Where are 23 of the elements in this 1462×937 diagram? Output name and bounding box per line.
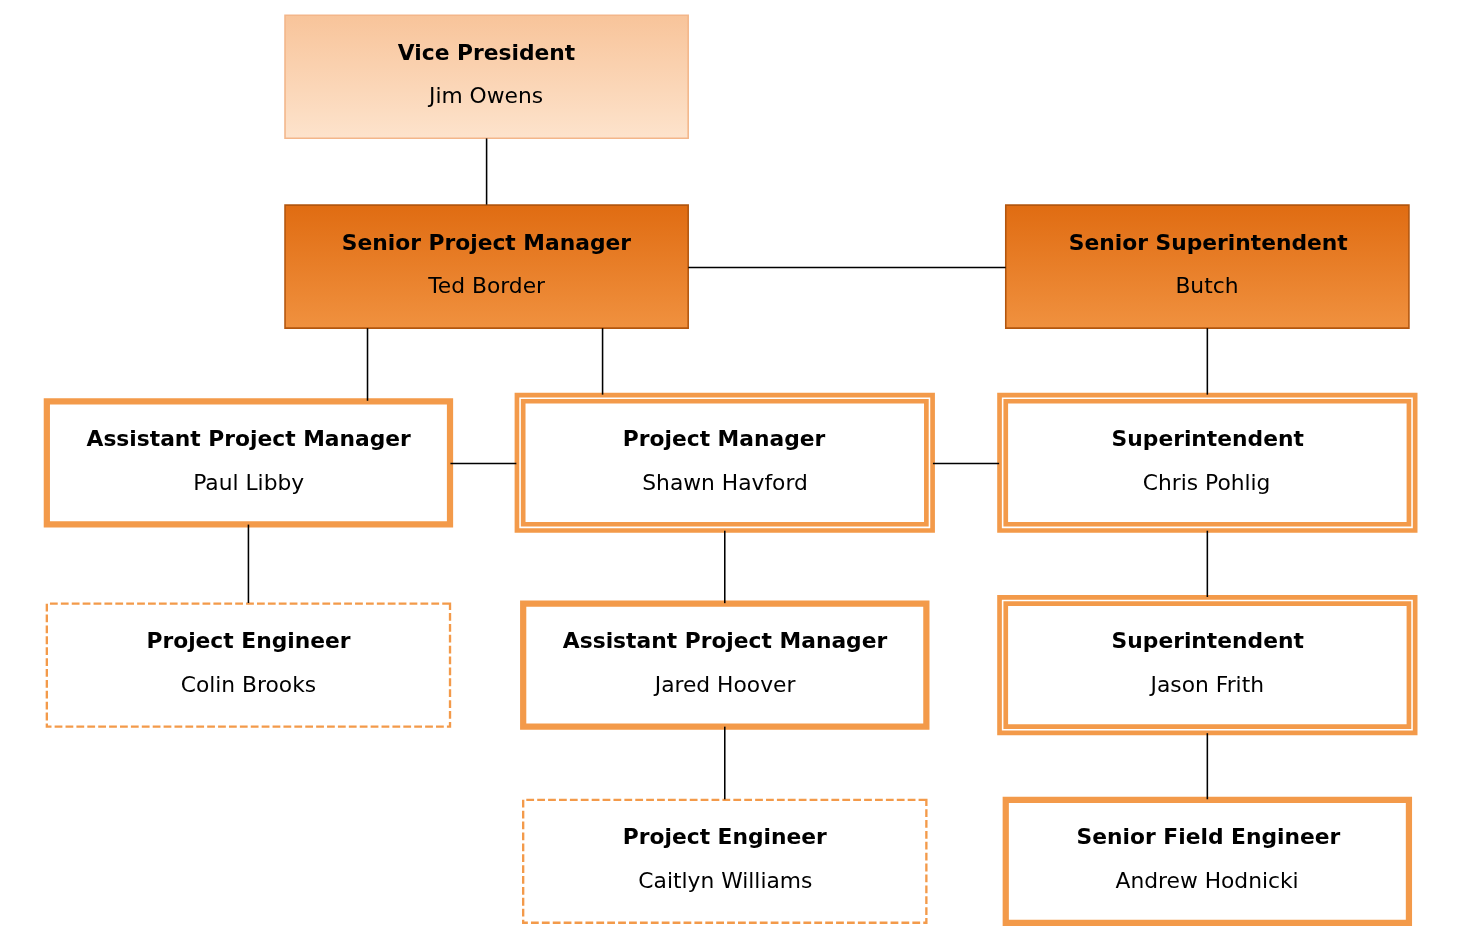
connector [601, 326, 604, 395]
connector [687, 266, 1007, 268]
connector [1206, 731, 1209, 800]
connector [1206, 529, 1209, 598]
node-box: Vice President Jim Owens [284, 13, 689, 139]
node-box: Superintendent Jason Frith [997, 594, 1418, 735]
connector [449, 462, 518, 464]
connector [485, 137, 488, 205]
node-box: Project Engineer Caitlyn Williams [522, 798, 928, 924]
connector [724, 529, 726, 604]
node-box: Senior Field Engineer Andrew Hodnicki [1002, 796, 1413, 926]
node-box: Assistant Project Manager Paul Libby [43, 397, 454, 527]
node-box: Assistant Project Manager Jared Hoover [520, 600, 930, 730]
node-box: Superintendent Chris Pohlig [997, 392, 1418, 533]
node-box: Project Engineer Colin Brooks [45, 602, 452, 728]
connector [1206, 326, 1209, 395]
connector [724, 725, 726, 800]
connector [366, 326, 369, 402]
connector [247, 523, 250, 604]
node-box: Project Manager Shawn Havford [514, 392, 935, 533]
node-box: Senior Superintendent Butch [1004, 203, 1410, 329]
connector [932, 462, 1000, 464]
node-box: Senior Project Manager Ted Border [284, 203, 689, 329]
